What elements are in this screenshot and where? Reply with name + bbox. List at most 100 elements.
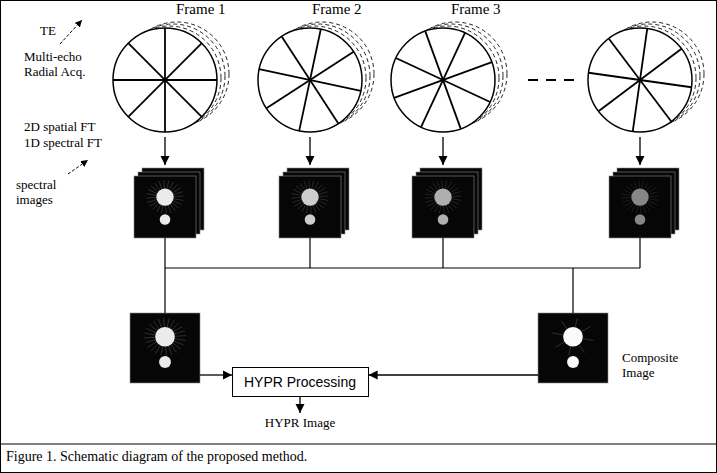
transform-arrow [639, 137, 640, 165]
pictures [113, 22, 704, 383]
image-ground [609, 176, 671, 238]
phantom-blob [160, 214, 171, 225]
label-slot: TE [40, 24, 56, 39]
text-label: 2D spatial FT [24, 120, 96, 135]
artifact-streak [153, 185, 178, 210]
text-label: Frame 1 [176, 1, 226, 18]
radial-acquisition [391, 22, 507, 132]
text-label: Frame 2 [312, 1, 362, 18]
image-ground [279, 176, 341, 238]
artifact-streak [555, 326, 590, 347]
wire [164, 238, 165, 313]
artifact-streak [427, 188, 458, 206]
ellipsis-dash [528, 79, 538, 81]
phantom-blob [155, 327, 175, 347]
artifact-streak [433, 183, 454, 211]
label-slot: HYPR Image [240, 416, 360, 431]
artifact-streak [149, 324, 180, 349]
artifact-streak [626, 186, 654, 208]
connector-arrow [369, 374, 539, 375]
label-slot: Multi-echo Radial Acq. [24, 50, 104, 80]
spectral-image [279, 176, 341, 238]
phantom-blob [563, 327, 583, 347]
wire [572, 268, 573, 313]
phantom-blob [438, 214, 449, 225]
te-arrow [60, 20, 82, 44]
phantom-blob [434, 188, 451, 205]
kspace-circle [391, 28, 495, 132]
phantom-blob [635, 214, 646, 225]
phantom-blob [156, 188, 173, 205]
transform-arrow [309, 137, 310, 165]
artifact-streak [630, 183, 651, 211]
artifact-streak [435, 182, 452, 212]
artifact-streak [294, 188, 325, 206]
label-slot: 1D spectral FT [24, 136, 102, 151]
artifact-streak [296, 186, 324, 208]
artifact-streak [157, 182, 174, 212]
artifact-streak [151, 323, 179, 351]
label-slot: Frame 3 [451, 1, 501, 18]
wire [442, 238, 443, 268]
text-label: TE [40, 24, 56, 39]
artifact-streak [628, 185, 653, 210]
ellipsis-dash [546, 79, 556, 81]
radial-acquisition [258, 22, 374, 132]
artifact-streak [632, 182, 649, 212]
node-text: Composite Image [622, 351, 692, 381]
radial-spoke [128, 43, 202, 117]
artifact-streak [155, 183, 176, 211]
phantom-blob [159, 356, 171, 368]
image-panel: Composite Image [538, 313, 692, 383]
artifact-streak [302, 182, 319, 212]
spectral-image [412, 176, 474, 238]
text-label: HYPR Image [240, 416, 360, 431]
text-label: 1D spectral FT [24, 136, 102, 151]
artifact-streak [429, 186, 457, 208]
spectral-image [609, 176, 671, 238]
text-label: Multi-echo Radial Acq. [24, 50, 104, 80]
text-label: spectral images [16, 178, 74, 208]
radial-spoke [394, 62, 492, 98]
radial-acquisition [588, 22, 704, 132]
phantom-blob [631, 188, 648, 205]
artifact-streak [298, 185, 323, 210]
label-slot: 2D spatial FT [24, 120, 96, 135]
text-label: Frame 3 [451, 1, 501, 18]
artifact-streak [561, 321, 584, 353]
caption-slot: Figure 1. Schematic diagram of the propo… [6, 449, 307, 465]
spectral-stack [134, 168, 204, 238]
artifact-streak [156, 320, 175, 354]
transform-arrow [164, 137, 165, 165]
wire [165, 267, 640, 268]
phantom-blob [567, 356, 579, 368]
spectral-image [134, 176, 196, 238]
wire [639, 238, 640, 268]
image-ground [130, 313, 200, 383]
radial-acquisition [113, 22, 229, 132]
caption-separator [0, 444, 717, 445]
figure-caption: Figure 1. Schematic diagram of the propo… [6, 449, 307, 465]
ellipsis-dash [564, 79, 574, 81]
output-arrow [299, 397, 300, 413]
image-ground [412, 176, 474, 238]
spectral-stack [609, 168, 679, 238]
kspace-circle [258, 28, 362, 132]
label-slot: Frame 2 [312, 1, 362, 18]
process-box: HYPR Processing [232, 367, 369, 397]
kspace-circle [113, 28, 217, 132]
image-ground [538, 313, 608, 383]
phantom-blob [305, 214, 316, 225]
wire [309, 238, 310, 268]
composite-image [538, 313, 608, 383]
image-ground [134, 176, 196, 238]
radial-spoke [266, 52, 353, 109]
artifact-streak [151, 186, 179, 208]
artifact-streak [431, 185, 456, 210]
transform-arrow [442, 137, 443, 165]
